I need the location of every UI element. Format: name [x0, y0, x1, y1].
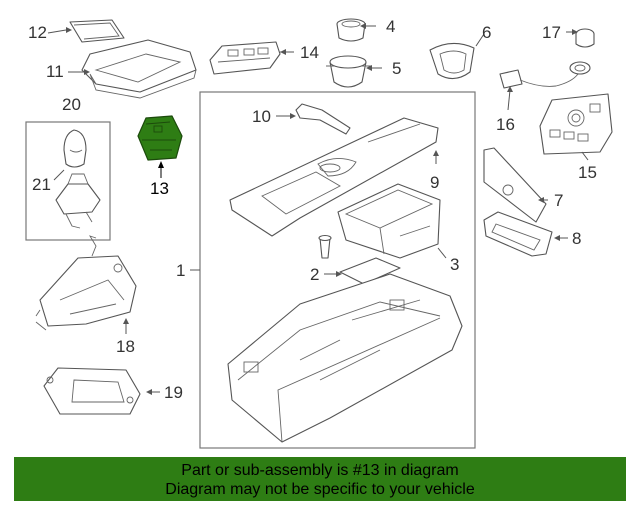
part-17-plug[interactable] [575, 28, 595, 48]
part-9-console-top-panel[interactable] [229, 117, 439, 237]
part-14-switch-panel[interactable] [209, 41, 281, 75]
part-20-shift-boot[interactable] [55, 173, 101, 229]
callout-12: 12 [28, 23, 47, 42]
callout-20: 20 [62, 95, 81, 114]
callout-17: 17 [542, 23, 561, 42]
info-banner: Part or sub-assembly is #13 in diagram D… [14, 457, 626, 501]
callout-15: 15 [578, 163, 597, 182]
part-4-cup-holder-ring[interactable] [336, 18, 366, 42]
callout-19: 19 [164, 383, 183, 402]
part-7-side-trim[interactable] [483, 147, 547, 223]
callout-8: 8 [572, 229, 581, 248]
part-13-highlighted-module[interactable] [137, 115, 183, 161]
callout-18: 18 [116, 337, 135, 356]
part-12-lid-pad[interactable] [69, 19, 125, 43]
callout-11: 11 [46, 62, 64, 81]
callout-14: 14 [300, 43, 319, 62]
callout-10: 10 [252, 107, 271, 126]
part-19-base-plate[interactable] [43, 367, 141, 415]
shifter-knob-group-box [25, 121, 111, 241]
part-3-storage-bin[interactable] [337, 183, 441, 259]
part-16-usb-port[interactable] [499, 61, 591, 89]
part-11-armrest-lid[interactable] [81, 39, 197, 99]
callout-7: 7 [554, 191, 563, 210]
part-18-shifter-mechanism[interactable] [35, 235, 137, 331]
callout-13: 13 [150, 179, 169, 198]
callout-9: 9 [430, 173, 439, 192]
callout-3: 3 [450, 255, 459, 274]
callout-6: 6 [482, 23, 491, 42]
banner-line-1: Part or sub-assembly is #13 in diagram [181, 462, 459, 479]
part-15-switch-module[interactable] [539, 93, 613, 155]
part-8-tray[interactable] [483, 211, 553, 257]
callout-16: 16 [496, 115, 515, 134]
part-2-mat[interactable] [318, 234, 401, 285]
callout-4: 4 [386, 17, 395, 36]
banner-line-2: Diagram may not be specific to your vehi… [165, 481, 475, 498]
callout-2: 2 [310, 265, 319, 284]
callout-5: 5 [392, 59, 401, 78]
part-5-cup-holder-insert[interactable] [326, 55, 372, 88]
part-21-shift-knob[interactable] [63, 129, 87, 168]
callout-21: 21 [32, 175, 51, 194]
callout-1: 1 [176, 261, 185, 280]
part-1-console-base[interactable] [227, 273, 463, 443]
parts-diagram: 12 11 4 5 14 6 [25, 17, 613, 449]
part-6-bin-insert[interactable] [429, 42, 475, 80]
part-10-bracket[interactable] [295, 103, 351, 135]
